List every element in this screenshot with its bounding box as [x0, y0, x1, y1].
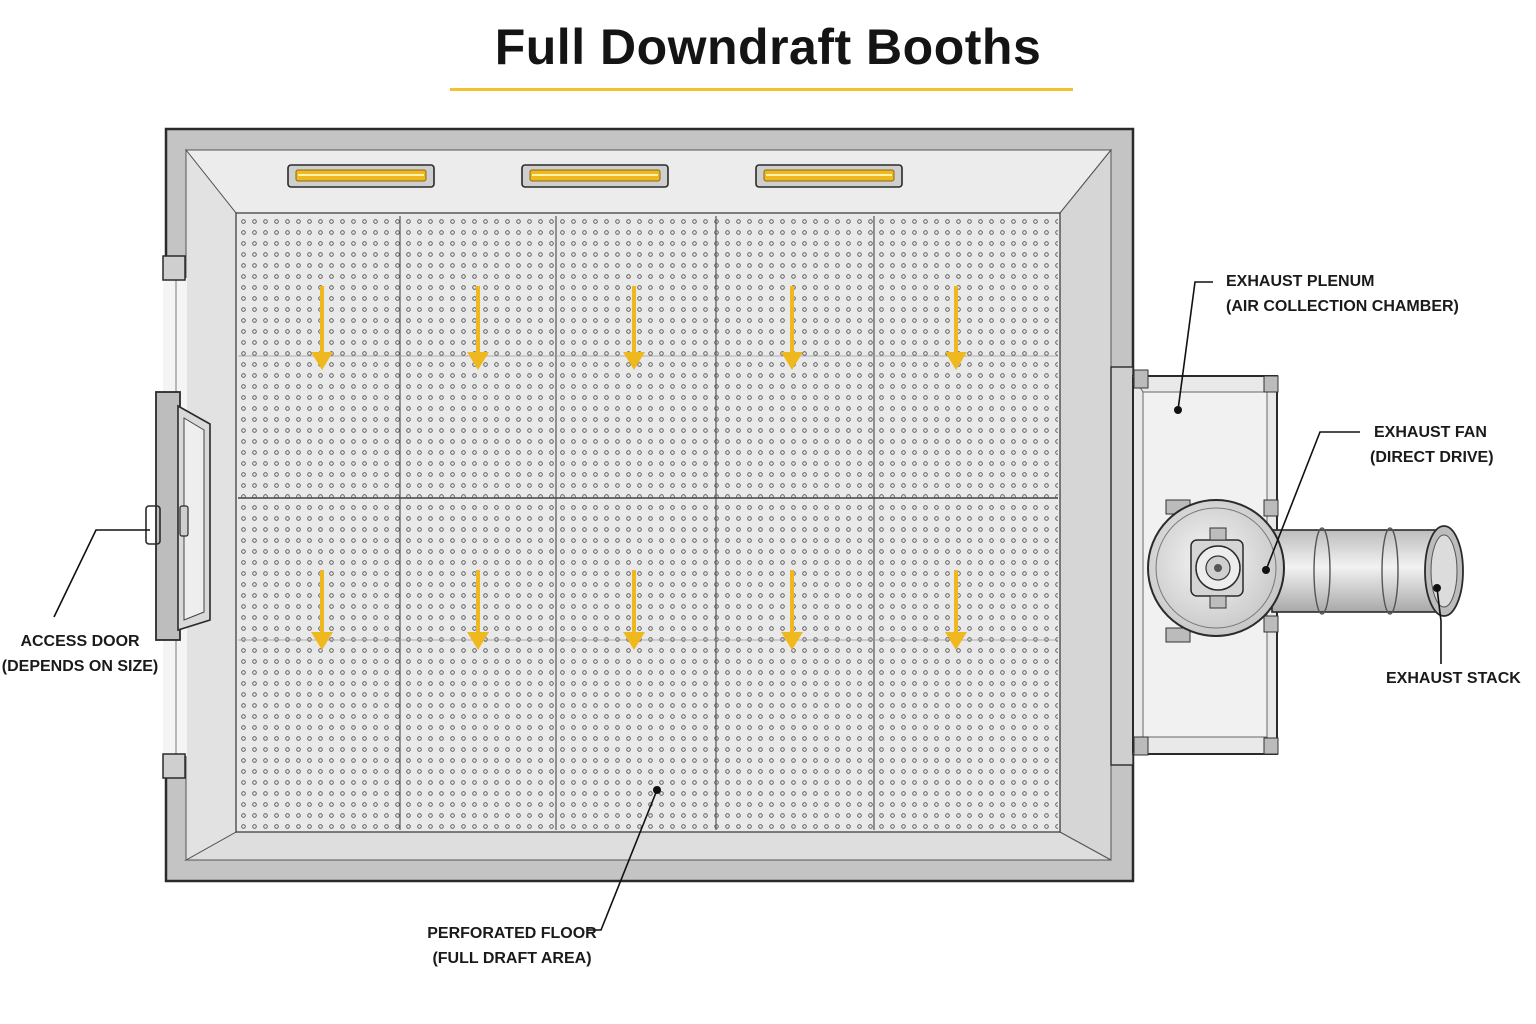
- light-fixture-icon: [755, 164, 903, 188]
- airflow-arrow-icon: [945, 286, 967, 370]
- light-fixtures: [287, 164, 903, 188]
- plenum-leader-dot: [1174, 406, 1182, 414]
- light-fixture-icon: [287, 164, 435, 188]
- exhaust-fan: [1147, 499, 1285, 643]
- airflow-arrow-icon: [623, 286, 645, 370]
- page-title: Full Downdraft Booths: [494, 19, 1042, 75]
- plenum-label-line1: EXHAUST PLENUM: [1226, 273, 1374, 290]
- fan-leader-dot: [1262, 566, 1270, 574]
- door-label-line1: ACCESS DOOR: [20, 633, 140, 650]
- airflow-arrow-icon: [311, 286, 333, 370]
- airflow-arrow-icon: [623, 570, 645, 650]
- floor-label-line2: (FULL DRAFT AREA): [432, 950, 591, 967]
- door-handle-icon[interactable]: [145, 505, 161, 545]
- exhaust-stack: [1271, 525, 1464, 617]
- airflow-arrows: [311, 286, 967, 650]
- callout-leaders: [53, 281, 1442, 931]
- fan-label-line1: EXHAUST FAN: [1374, 424, 1487, 441]
- floor-leader-dot: [653, 786, 661, 794]
- airflow-arrow-icon: [467, 286, 489, 370]
- door-label-line2: (DEPENDS ON SIZE): [2, 658, 158, 675]
- title-underline: [450, 88, 1073, 91]
- light-fixture-icon: [521, 164, 669, 188]
- perforated-floor: [235, 212, 1061, 833]
- airflow-arrow-icon: [945, 570, 967, 650]
- airflow-arrow-icon: [781, 570, 803, 650]
- access-door[interactable]: [145, 391, 211, 641]
- airflow-arrow-icon: [467, 570, 489, 650]
- floor-label-line1: PERFORATED FLOOR: [427, 925, 597, 942]
- fan-label-line2: (DIRECT DRIVE): [1370, 449, 1494, 466]
- stack-label: EXHAUST STACK: [1386, 670, 1521, 687]
- airflow-arrow-icon: [781, 286, 803, 370]
- airflow-arrow-icon: [311, 570, 333, 650]
- stack-leader-dot: [1433, 584, 1441, 592]
- plenum-label-line2: (AIR COLLECTION CHAMBER): [1226, 298, 1459, 315]
